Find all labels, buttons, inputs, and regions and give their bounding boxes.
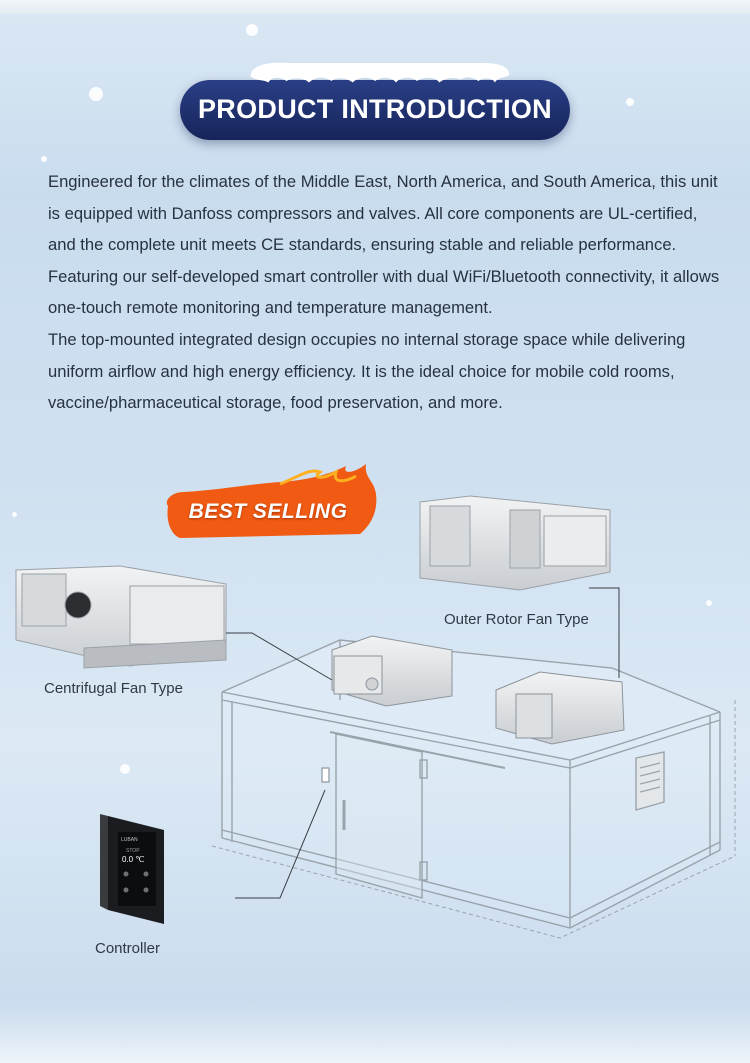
callout-lines: [226, 587, 620, 899]
cold-room: [211, 639, 736, 939]
header-pill: [180, 80, 570, 140]
snowflake: [246, 24, 258, 36]
outer-rotor-fan-label: Outer Rotor Fan Type: [444, 611, 589, 628]
controller-temperature: 0.0 ℃: [122, 855, 144, 864]
controller-device: LUBAN STOP 0.0 ℃: [100, 814, 164, 924]
intro-paragraph: The top-mounted integrated design occupi…: [48, 329, 686, 413]
snowflake: [89, 87, 103, 101]
intro-paragraph: Featuring our self-developed smart contr…: [48, 266, 720, 318]
intro-text: Engineered for the climates of the Middl…: [48, 166, 728, 419]
snow-cap-decoration: [250, 62, 510, 83]
roof-unit-outer-rotor: [495, 671, 625, 745]
snowflake: [41, 156, 47, 162]
roof-unit-centrifugal: [331, 635, 453, 707]
best-selling-label: BEST SELLING: [188, 500, 348, 523]
controller-label: Controller: [95, 940, 161, 957]
outer-rotor-unit-image: [419, 495, 611, 591]
frost-top-border: [0, 0, 750, 14]
centrifugal-fan-label: Centrifugal Fan Type: [44, 680, 183, 697]
snowflake: [706, 600, 712, 606]
page-title: PRODUCT INTRODUCTION: [198, 94, 552, 124]
frost-bottom-border: [0, 1003, 750, 1063]
intro-paragraph: Engineered for the climates of the Middl…: [48, 172, 718, 255]
controller-brand: LUBAN: [121, 837, 138, 843]
flame-badge-icon: [166, 464, 377, 538]
snowflake: [626, 98, 634, 106]
snowflake: [120, 764, 130, 774]
centrifugal-unit-image: [15, 565, 227, 669]
controller-mode: STOP: [126, 848, 140, 854]
best-selling-badge: BEST SELLING: [160, 462, 382, 542]
section-header: PRODUCT INTRODUCTION: [180, 60, 570, 142]
snowflake: [12, 512, 17, 517]
